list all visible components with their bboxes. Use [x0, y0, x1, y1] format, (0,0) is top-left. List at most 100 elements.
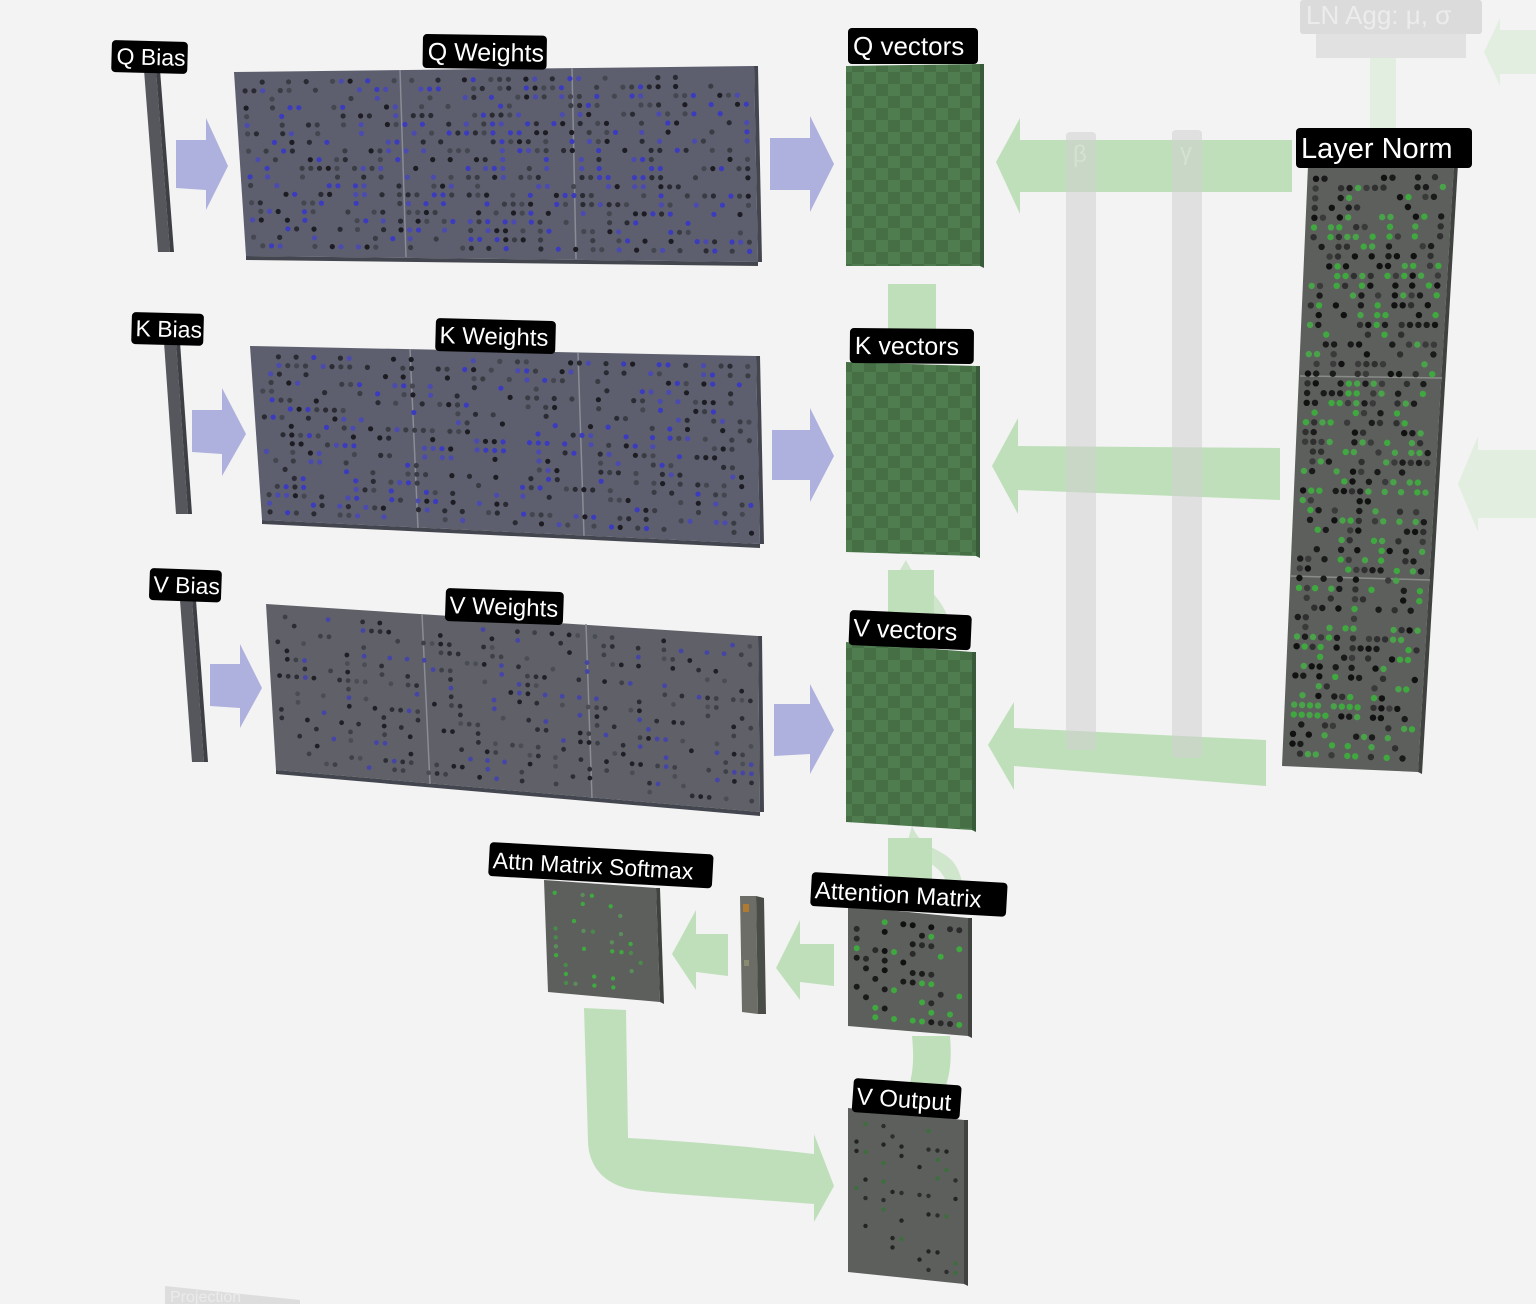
matrix-cell — [492, 447, 498, 454]
matrix-cell — [312, 243, 318, 249]
matrix-cell — [1348, 654, 1356, 662]
matrix-cell — [594, 102, 600, 108]
matrix-cell — [476, 219, 482, 225]
matrix-cell — [1379, 675, 1387, 682]
matrix-cell — [660, 247, 666, 253]
matrix-cell — [683, 390, 690, 396]
matrix-cell — [590, 238, 596, 244]
matrix-cell — [599, 247, 605, 253]
matrix-cell — [658, 193, 664, 199]
matrix-cell — [258, 208, 264, 214]
matrix-cell — [381, 723, 387, 729]
matrix-cell — [676, 229, 683, 235]
matrix-cell — [748, 530, 755, 536]
label-q-bias: Q Bias — [111, 40, 188, 74]
matrix-cell — [301, 200, 307, 206]
matrix-cell — [625, 497, 631, 504]
matrix-cell — [518, 743, 524, 749]
matrix-cell — [1422, 193, 1429, 201]
matrix-cell — [415, 209, 421, 215]
matrix-cell — [1351, 605, 1358, 613]
matrix-cell — [391, 758, 397, 764]
matrix-cell — [409, 365, 415, 371]
matrix-cell — [1393, 253, 1401, 260]
matrix-cell — [663, 737, 668, 743]
matrix-cell — [392, 767, 397, 773]
matrix-cell — [447, 157, 453, 163]
matrix-cell — [580, 892, 585, 898]
matrix-cell — [421, 148, 427, 154]
matrix-cell — [701, 166, 707, 172]
matrix-cell — [956, 946, 963, 953]
matrix-cell — [900, 978, 907, 985]
matrix-cell — [1401, 429, 1408, 437]
matrix-cell — [281, 148, 287, 154]
matrix-cell — [1339, 517, 1346, 524]
matrix-cell — [1393, 420, 1400, 427]
matrix-cell — [517, 148, 523, 154]
matrix-cell — [1326, 624, 1333, 631]
matrix-cell — [490, 653, 495, 659]
matrix-cell — [1407, 302, 1415, 309]
matrix-cell — [853, 935, 860, 942]
q-vectors-label: Q vectors — [853, 31, 964, 61]
matrix-cell — [640, 184, 647, 190]
matrix-cell — [881, 967, 888, 974]
matrix-cell — [611, 724, 617, 730]
matrix-cell — [1403, 380, 1411, 388]
matrix-cell — [594, 696, 599, 702]
matrix-cell — [1337, 390, 1344, 397]
matrix-cell — [909, 970, 916, 976]
matrix-cell — [430, 157, 436, 163]
matrix-cell — [491, 439, 497, 445]
matrix-cell — [1310, 428, 1317, 436]
matrix-cell — [588, 442, 594, 448]
projection-block: Projection — [165, 1286, 300, 1304]
label-v-vectors: V vectors — [848, 610, 972, 651]
matrix-cell — [455, 420, 461, 426]
matrix-cell — [339, 381, 345, 387]
matrix-cell — [926, 1212, 931, 1217]
matrix-cell — [947, 926, 953, 933]
matrix-cell — [368, 148, 374, 154]
matrix-cell — [1427, 242, 1435, 250]
matrix-cell — [1391, 449, 1399, 456]
matrix-cell — [439, 455, 445, 461]
matrix-cell — [569, 396, 575, 402]
matrix-cell — [1291, 701, 1298, 708]
k-bias-bar — [164, 342, 192, 514]
matrix-cell — [573, 246, 579, 252]
matrix-cell — [1404, 203, 1412, 211]
matrix-cell — [1416, 449, 1423, 457]
matrix-cell — [1431, 173, 1439, 181]
matrix-cell — [655, 763, 660, 769]
matrix-cell — [714, 750, 720, 756]
matrix-cell — [536, 183, 542, 189]
matrix-cell — [493, 210, 499, 216]
matrix-cell — [1423, 321, 1430, 329]
matrix-cell — [419, 401, 425, 407]
matrix-cell — [576, 93, 582, 100]
matrix-cell — [442, 227, 448, 233]
matrix-cell — [345, 504, 351, 510]
matrix-cell — [288, 423, 294, 429]
matrix-cell — [489, 121, 496, 127]
matrix-cell — [474, 174, 480, 180]
matrix-cell — [702, 409, 708, 415]
matrix-cell — [1358, 468, 1365, 475]
matrix-cell — [749, 780, 754, 786]
matrix-cell — [1377, 567, 1384, 574]
matrix-cell — [595, 120, 601, 126]
matrix-cell — [1371, 518, 1379, 525]
matrix-cell — [1414, 174, 1422, 181]
matrix-cell — [1373, 636, 1381, 643]
matrix-cell — [689, 793, 695, 799]
matrix-cell — [280, 131, 286, 137]
matrix-cell — [1313, 350, 1321, 358]
matrix-cell — [1401, 272, 1408, 279]
matrix-cell — [1297, 740, 1304, 748]
matrix-cell — [1298, 701, 1306, 709]
matrix-cell — [1365, 321, 1372, 329]
matrix-cell — [1352, 409, 1360, 417]
matrix-cell — [431, 183, 437, 189]
